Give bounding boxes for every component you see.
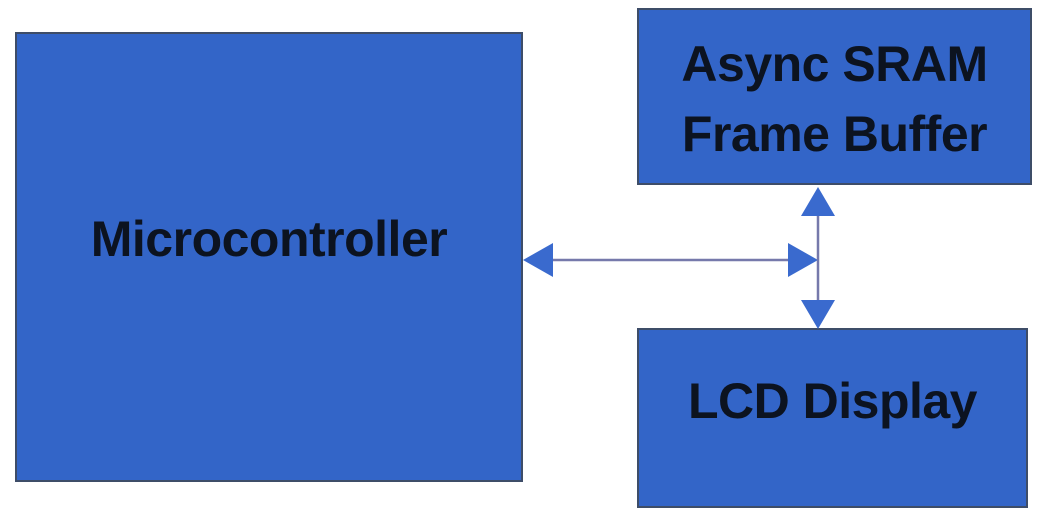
- arrowhead-right: [788, 243, 818, 277]
- sram-label-line2: Frame Buffer: [681, 105, 988, 162]
- arrowhead-left: [523, 243, 553, 277]
- horizontal-double-arrow-icon: [523, 243, 818, 277]
- vertical-double-arrow-icon: [801, 187, 835, 329]
- node-microcontroller: Microcontroller: [15, 32, 523, 482]
- node-async-sram-frame-buffer: Async SRAM Frame Buffer: [637, 8, 1032, 185]
- microcontroller-label: Microcontroller: [90, 211, 448, 267]
- lcd-label: LCD Display: [687, 373, 978, 429]
- arrowhead-down: [801, 300, 835, 329]
- node-lcd-display: LCD Display: [637, 328, 1028, 508]
- sram-label-line1: Async SRAM: [681, 35, 988, 92]
- arrowhead-up: [801, 187, 835, 216]
